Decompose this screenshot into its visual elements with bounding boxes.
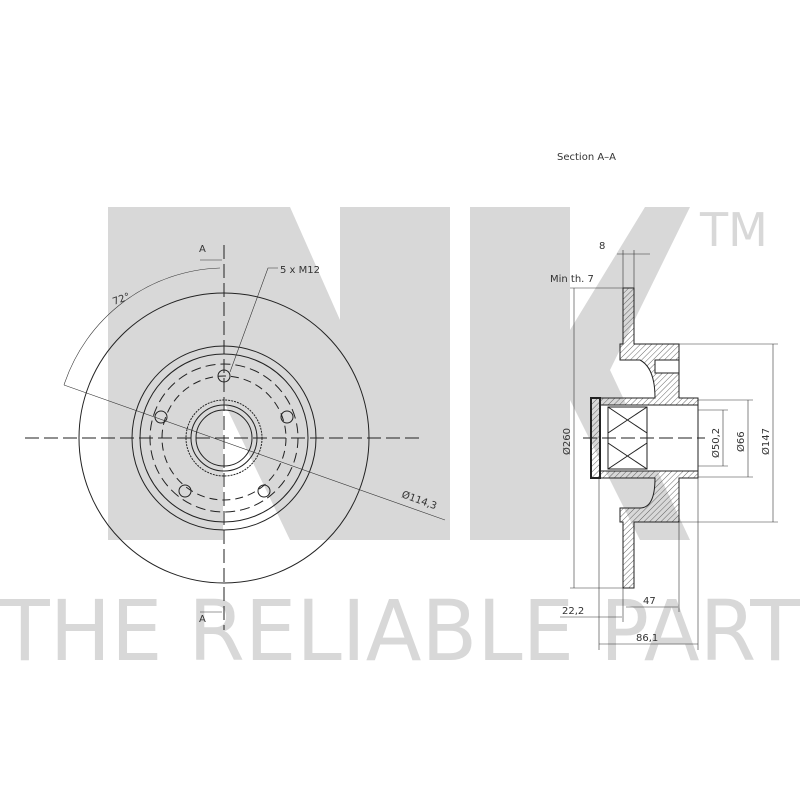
thickness-label: 8 xyxy=(599,241,605,252)
section-mark-top: A xyxy=(199,244,206,255)
section-mark-bottom: A xyxy=(199,614,206,625)
abs-offset-label: 22,2 xyxy=(562,606,584,617)
bore-diameter-label: Ø50,2 xyxy=(710,428,722,458)
tagline-text: THE RELIABLE PART xyxy=(0,582,800,680)
offset-label: 47 xyxy=(643,596,656,607)
min-thickness-label: Min th. 7 xyxy=(550,274,594,285)
section-title: Section A–A xyxy=(557,152,616,163)
trademark-text: TM xyxy=(699,203,768,257)
inner-diameter-label: Ø66 xyxy=(735,431,747,452)
hub-diameter-label: Ø147 xyxy=(760,428,772,455)
bolts-label: 5 x M12 xyxy=(280,265,320,276)
bolt-holes xyxy=(154,369,294,498)
outer-diameter-label: Ø260 xyxy=(561,428,573,455)
section-view: Section A–A 8 Min th. 7 Ø260 Ø50,2 Ø66 Ø… xyxy=(550,152,778,650)
total-height-label: 86,1 xyxy=(636,633,658,644)
front-view: A A 72° 5 x M12 Ø114,3 xyxy=(25,244,446,630)
